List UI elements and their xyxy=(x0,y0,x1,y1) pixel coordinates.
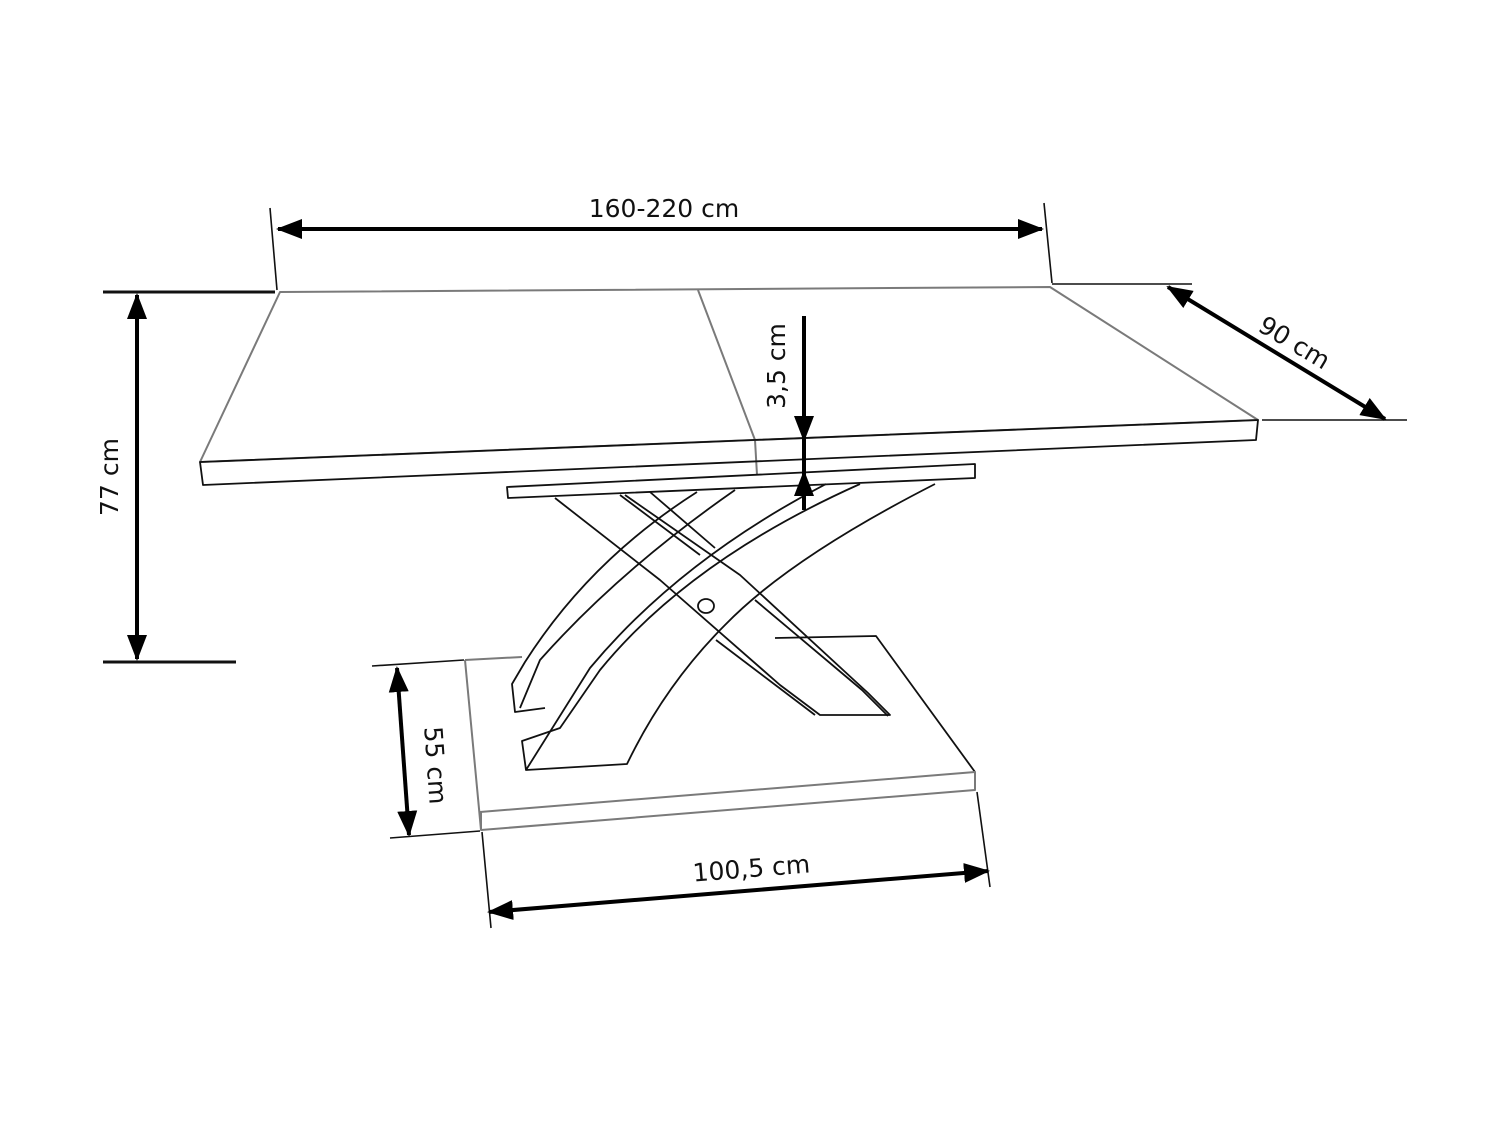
rear-straight-leg xyxy=(554,494,891,716)
dimension-base-depth: 55 cm xyxy=(371,659,481,839)
apron-rail xyxy=(506,463,976,499)
dimension-length: 160-220 cm xyxy=(269,194,1053,291)
table-top-surface xyxy=(199,286,1259,463)
base-depth-label: 55 cm xyxy=(418,726,452,806)
dimension-height: 77 cm xyxy=(95,290,275,664)
dimension-width: 90 cm xyxy=(1052,283,1407,421)
rear-curved-leg-1 xyxy=(511,491,698,713)
dimension-top-thickness: 3,5 cm xyxy=(762,316,814,510)
thickness-label: 3,5 cm xyxy=(762,323,791,409)
dimension-base-width: 100,5 cm xyxy=(481,791,991,929)
leg-bolt-icon xyxy=(697,598,715,614)
base-plate xyxy=(464,635,976,831)
width-arrow xyxy=(1166,285,1387,421)
height-label: 77 cm xyxy=(95,438,124,516)
length-label: 160-220 cm xyxy=(589,194,740,223)
base-depth-arrow xyxy=(388,666,418,837)
table-top-front-edge xyxy=(199,419,1259,486)
base-width-arrow xyxy=(487,862,990,921)
base-plate-outline xyxy=(464,659,976,831)
x-pedestal-legs xyxy=(511,483,936,771)
extension-leaf-seam xyxy=(697,289,758,476)
front-curved-leg xyxy=(521,483,936,771)
table-top xyxy=(199,286,1259,499)
lower-right-leg xyxy=(754,599,889,717)
base-width-label: 100,5 cm xyxy=(692,849,812,887)
